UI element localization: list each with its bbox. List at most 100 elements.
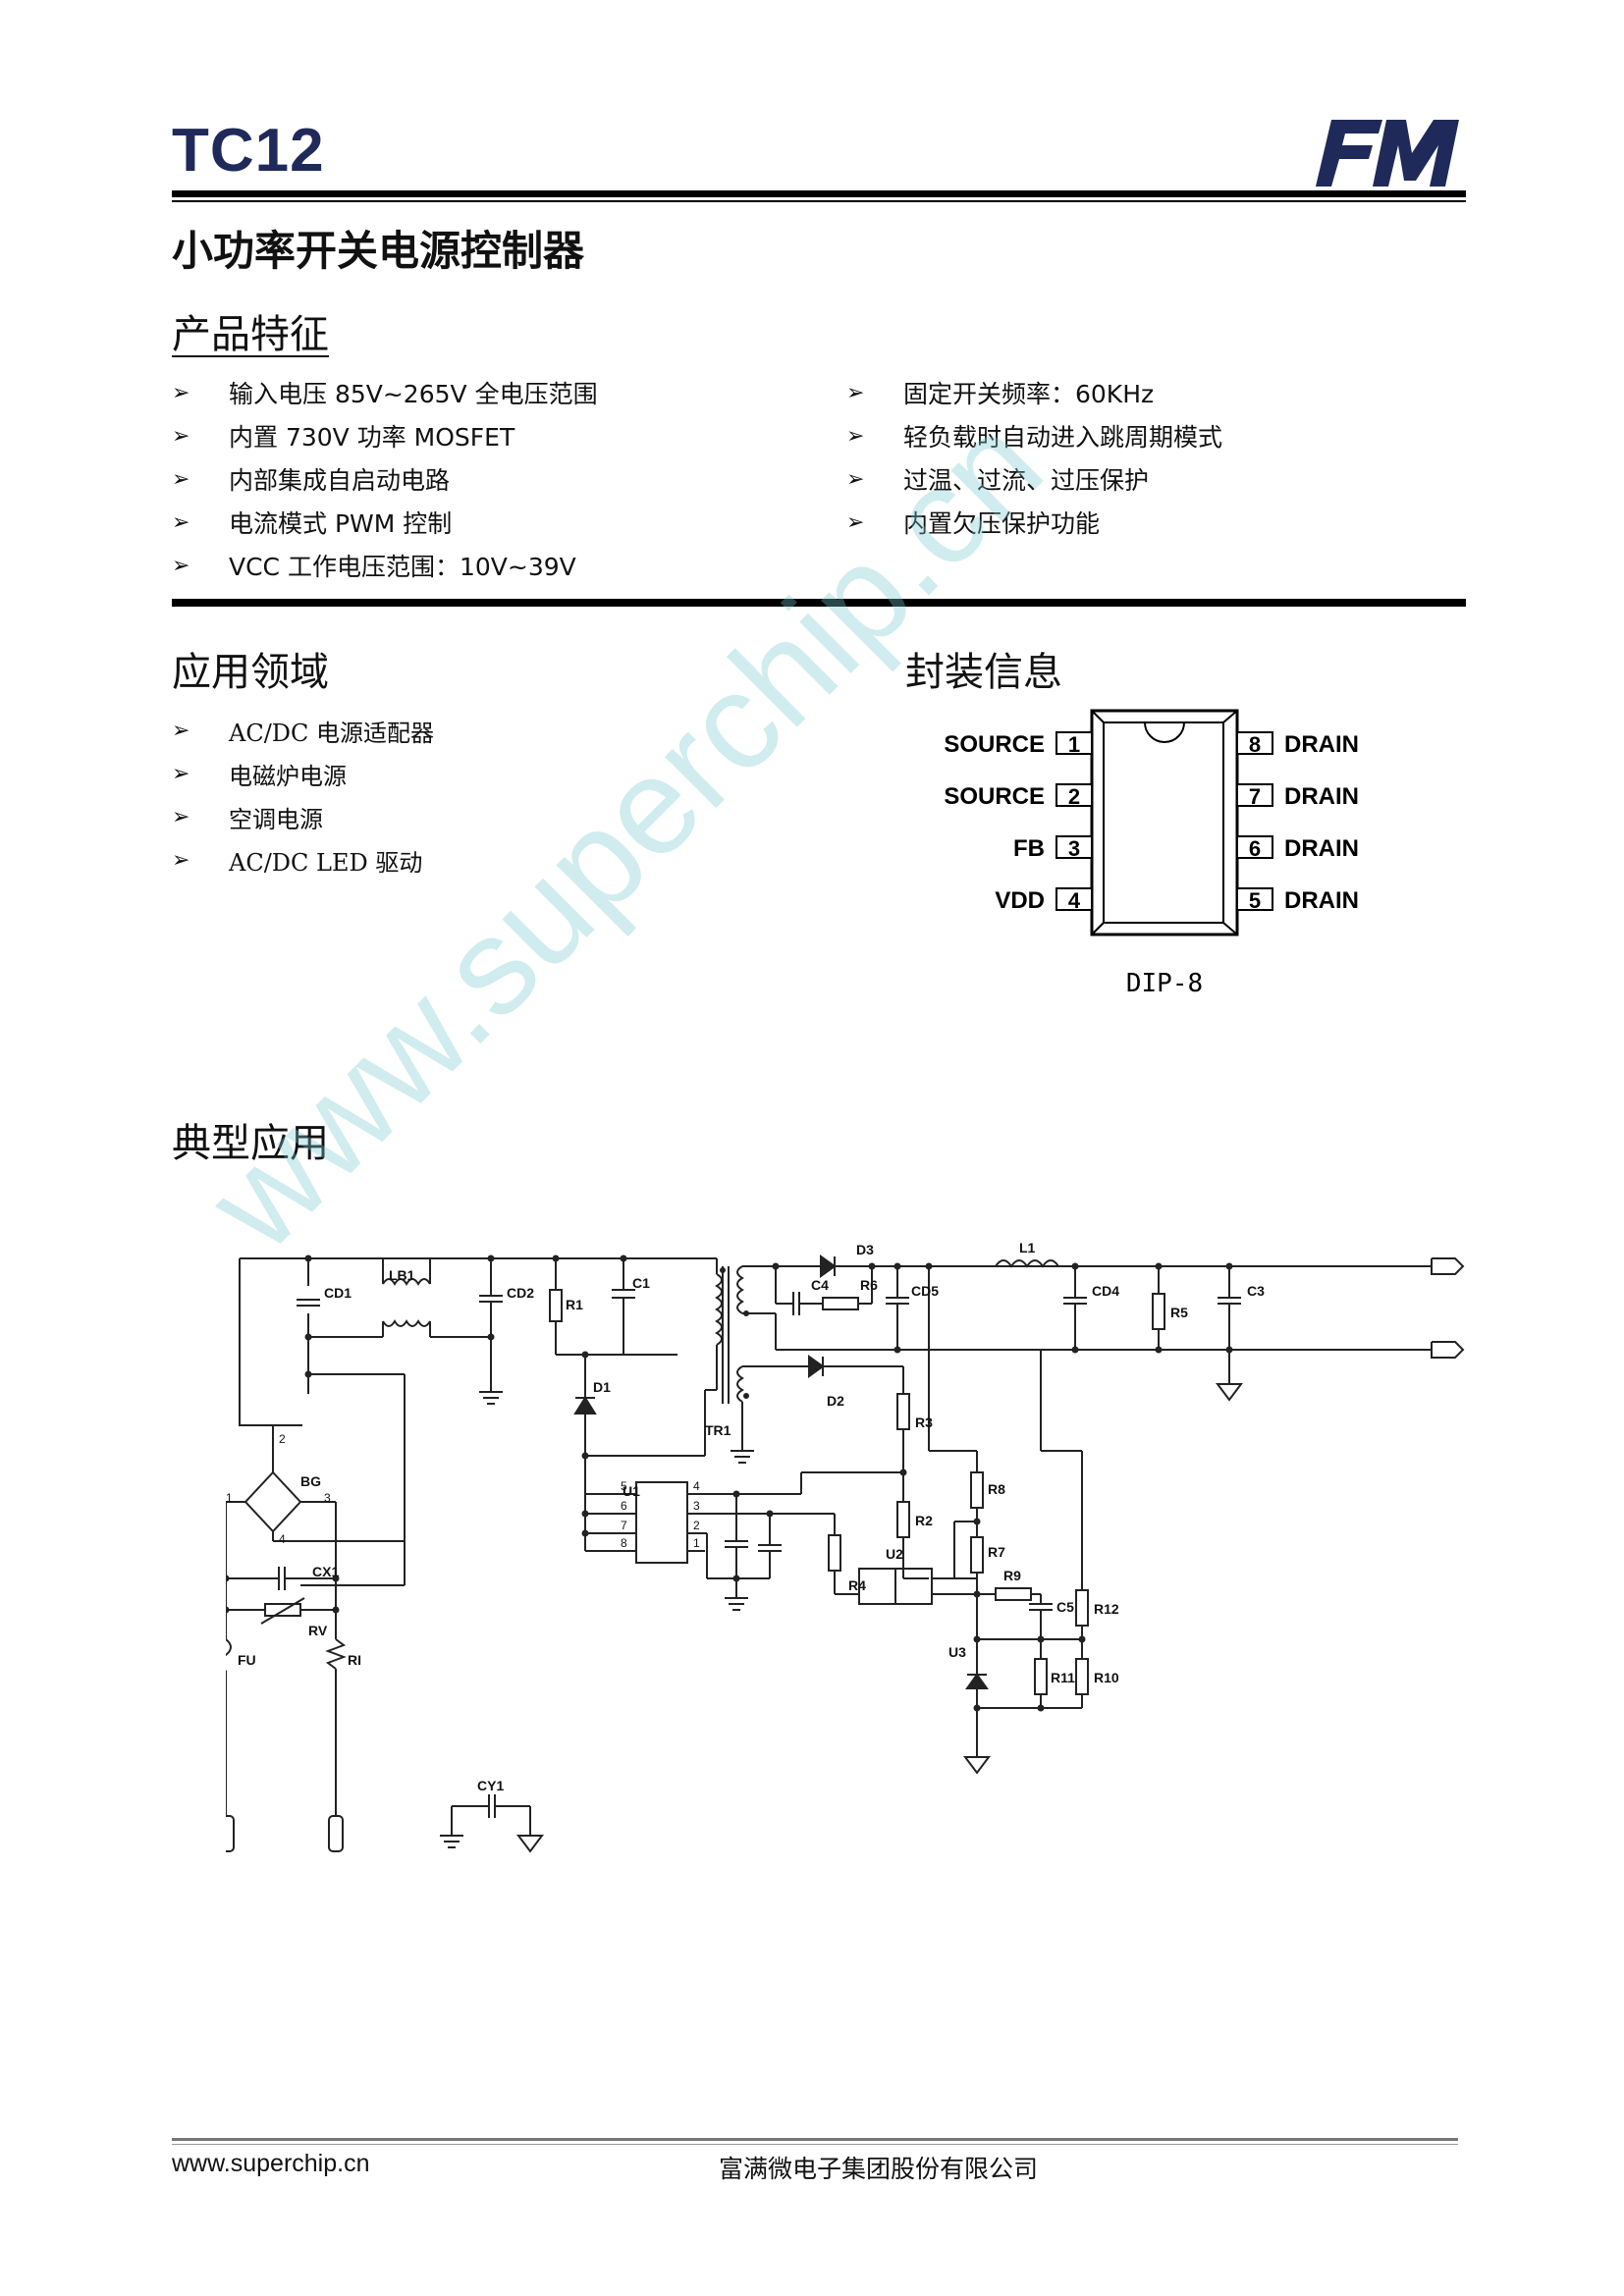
component-label: CD5 [911, 1283, 939, 1299]
component-label: U2 [886, 1546, 903, 1562]
component-label: R7 [988, 1544, 1005, 1560]
package-body [1090, 709, 1239, 936]
features-heading: 产品特征 [172, 312, 329, 357]
component-label: RV [308, 1623, 328, 1638]
features-list-right: ➢固定开关频率：60KHz ➢轻负载时自动进入跳周期模式 ➢过温、过流、过压保护… [846, 371, 1222, 544]
component-label: CX1 [312, 1564, 339, 1579]
component-label: D1 [593, 1379, 611, 1395]
component-label: CD1 [324, 1285, 352, 1301]
document-title: TC12 [172, 117, 325, 185]
component-label: C4 [811, 1277, 829, 1293]
component-label: L1 [1019, 1240, 1036, 1255]
pin-label: 5 [621, 1479, 627, 1493]
pin-label: 3 [693, 1499, 700, 1513]
list-item: ➢过温、过流、过压保护 [846, 466, 1150, 495]
notch-icon [1144, 721, 1185, 743]
component-label: R10 [1094, 1670, 1119, 1685]
arrow-bullet-icon: ➢ [172, 847, 190, 873]
pin-label: 6 [621, 1499, 627, 1513]
component-label: R1 [566, 1297, 583, 1312]
list-item: ➢电流模式 PWM 控制 [172, 509, 453, 538]
features-list-left: ➢输入电压 85V~265V 全电压范围 ➢内置 730V 功率 MOSFET … [172, 371, 598, 587]
list-item: ➢内置欠压保护功能 [846, 509, 1101, 538]
footer-rule-thin [172, 2144, 1458, 2145]
package-type: DIP-8 [1126, 969, 1203, 998]
pin-label: 2 [693, 1519, 700, 1532]
pin-label: 1 [226, 1491, 233, 1505]
fm-logo [1316, 120, 1459, 187]
pin-name: SOURCE [944, 783, 1045, 810]
pin-label: 4 [693, 1479, 700, 1493]
pin-number: 3 [1068, 836, 1080, 861]
arrow-bullet-icon: ➢ [846, 423, 865, 449]
pin-name: DRAIN [1284, 887, 1359, 914]
component-label: U3 [948, 1644, 966, 1660]
arrow-bullet-icon: ➢ [172, 553, 190, 578]
pin-number: 4 [1068, 888, 1081, 913]
typical-app-heading: 典型应用 [172, 1121, 329, 1166]
component-label: R3 [915, 1415, 933, 1430]
component-label: C3 [1247, 1283, 1265, 1299]
pin-label: 2 [279, 1432, 286, 1446]
component-label: R5 [1170, 1305, 1188, 1320]
list-item: ➢AC/DC 电源适配器 [172, 718, 435, 747]
component-label: CY1 [477, 1778, 504, 1793]
pin-name: DRAIN [1284, 835, 1359, 862]
pin-label: 4 [279, 1532, 286, 1546]
list-item: ➢固定开关频率：60KHz [846, 380, 1155, 408]
component-label: D3 [856, 1242, 874, 1257]
component-label: D2 [827, 1393, 844, 1409]
pin-label: 8 [621, 1536, 627, 1550]
pin-name: DRAIN [1284, 731, 1359, 758]
pin-number: 1 [1068, 732, 1080, 757]
list-item: ➢电磁炉电源 [172, 761, 347, 790]
footer-website: www.superchip.cn [172, 2150, 370, 2177]
typical-application-schematic: CD1 LB1 CD2 R1 C1 D1 TR1 C4 R6 D3 CD5 L1… [226, 1240, 1465, 1853]
list-item: ➢内置 730V 功率 MOSFET [172, 423, 515, 452]
component-label: TR1 [705, 1422, 731, 1438]
arrow-bullet-icon: ➢ [172, 509, 190, 535]
document-subtitle: 小功率开关电源控制器 [172, 227, 585, 275]
list-item: ➢空调电源 [172, 804, 323, 833]
header-rule-thin [172, 200, 1466, 202]
pin-number: 7 [1249, 784, 1261, 809]
pin-number: 2 [1068, 784, 1080, 809]
component-label: C1 [632, 1275, 650, 1291]
component-label: CD2 [507, 1285, 534, 1301]
component-label: RI [348, 1652, 361, 1668]
component-label: U1 [623, 1483, 640, 1499]
component-label: LB1 [389, 1267, 415, 1283]
pin-label: 3 [324, 1491, 331, 1505]
arrow-bullet-icon: ➢ [846, 509, 865, 535]
applications-list: ➢AC/DC 电源适配器 ➢电磁炉电源 ➢空调电源 ➢AC/DC LED 驱动 [172, 709, 434, 881]
footer-rule [172, 2138, 1458, 2141]
component-label: R9 [1003, 1568, 1021, 1583]
arrow-bullet-icon: ➢ [172, 804, 190, 829]
component-label: R11 [1051, 1670, 1075, 1685]
pin-number: 5 [1249, 888, 1261, 913]
component-label: BG [300, 1473, 321, 1489]
pin-name: SOURCE [944, 731, 1045, 758]
package-heading: 封装信息 [905, 650, 1062, 695]
arrow-bullet-icon: ➢ [846, 380, 865, 405]
list-item: ➢轻负载时自动进入跳周期模式 [846, 423, 1223, 452]
component-label: R6 [860, 1277, 878, 1293]
footer-company: 富满微电子集团股份有限公司 [719, 2155, 1039, 2183]
pin-name: FB [1013, 835, 1045, 862]
arrow-bullet-icon: ➢ [172, 718, 190, 743]
list-item: ➢内部集成自启动电路 [172, 466, 451, 495]
dip8-package-diagram: 1 2 3 4 8 7 6 5 SOURCE SOURCE FB VDD DRA… [944, 709, 1359, 998]
component-label: R12 [1094, 1601, 1119, 1617]
applications-heading: 应用领域 [172, 650, 329, 695]
pin-name: DRAIN [1284, 783, 1359, 810]
list-item: ➢AC/DC LED 驱动 [172, 847, 423, 877]
header-rule [172, 190, 1466, 197]
pin-number: 6 [1249, 836, 1261, 861]
arrow-bullet-icon: ➢ [172, 466, 190, 492]
component-label: R8 [988, 1481, 1005, 1497]
component-label: C5 [1056, 1599, 1074, 1615]
arrow-bullet-icon: ➢ [846, 466, 865, 492]
component-label: R4 [848, 1577, 866, 1593]
component-label: FU [238, 1652, 256, 1668]
component-label: R2 [915, 1513, 933, 1528]
